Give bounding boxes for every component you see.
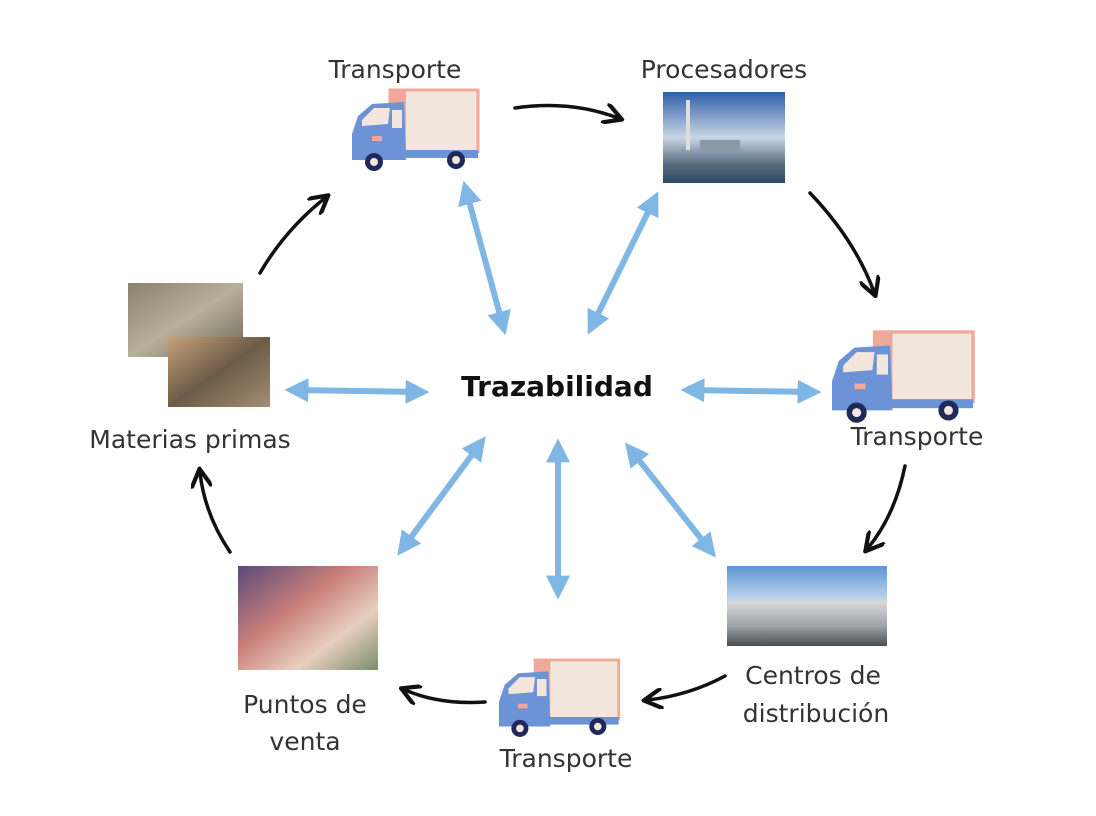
center-label: Trazabilidad [461, 370, 653, 403]
truck-icon [830, 330, 975, 425]
flow-arrow [868, 464, 907, 548]
node-label-line1: Puntos de [243, 690, 367, 719]
flow-arrow [513, 106, 618, 118]
flow-arrow [200, 473, 232, 554]
double-arrow [458, 180, 511, 336]
double-arrow [587, 191, 659, 335]
node-distribution: Centros de distribución [727, 566, 889, 728]
double-arrow [284, 378, 430, 404]
truck-icon [350, 88, 480, 173]
node-label: Transporte [499, 744, 633, 773]
flow-arrow [648, 674, 727, 700]
node-label-line1: Centros de [745, 661, 881, 690]
flow-arrows [200, 106, 907, 703]
node-label: Transporte [850, 422, 984, 451]
warehouse-photo [727, 566, 887, 646]
node-processors: Procesadores [641, 55, 807, 183]
factory-photo [663, 92, 785, 183]
node-label: Materias primas [89, 425, 290, 454]
double-arrow [397, 436, 486, 556]
node-raw-materials: Materias primas [89, 283, 291, 454]
fish-photo [168, 337, 270, 407]
node-label-line2: distribución [743, 699, 889, 728]
traceability-links [284, 180, 822, 600]
flow-arrow [258, 198, 325, 275]
double-arrow [625, 442, 716, 558]
flow-arrow [405, 690, 487, 703]
fish-market-photo [238, 566, 378, 670]
node-transport-top: Transporte [328, 55, 480, 173]
node-label: Procesadores [641, 55, 807, 84]
node-label: Transporte [328, 55, 462, 84]
truck-icon [497, 658, 621, 739]
node-label-line2: venta [269, 727, 340, 756]
flow-arrow [808, 191, 874, 292]
node-transport-right: Transporte [830, 330, 984, 451]
node-sales: Puntos de venta [238, 566, 378, 756]
double-arrow [680, 378, 822, 404]
node-transport-bottom: Transporte [497, 658, 633, 773]
